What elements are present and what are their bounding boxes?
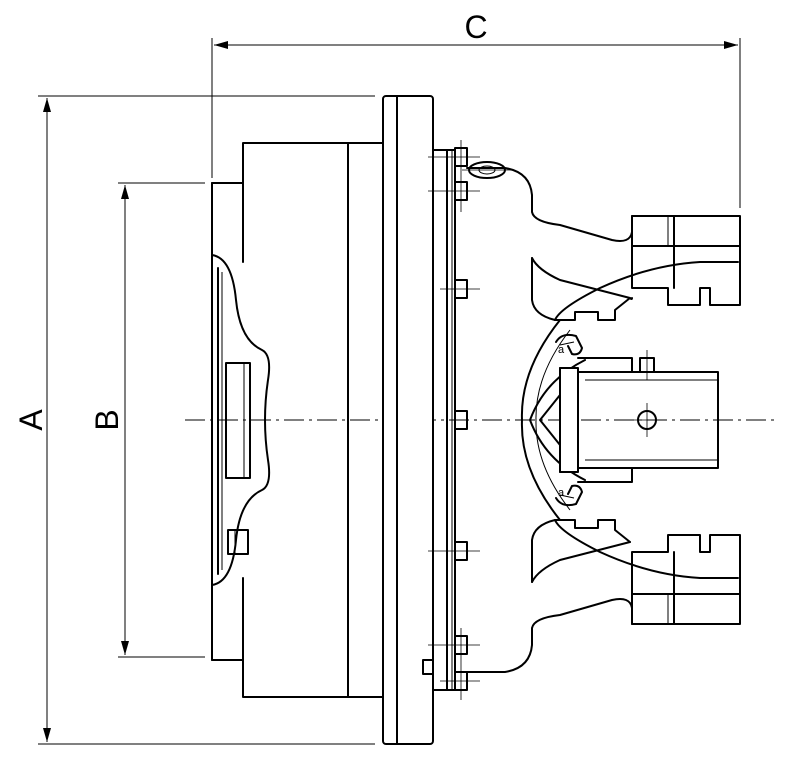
bolt-6 [428, 628, 480, 700]
center-insert [529, 350, 719, 483]
clamp-block-lower [631, 534, 741, 625]
bolt-7 [440, 671, 480, 691]
bolt-5 [428, 541, 480, 561]
bolt-row [422, 140, 480, 700]
clamp-block-upper [631, 215, 741, 306]
dimension-c-label: C [464, 9, 487, 45]
dimension-c: C [211, 9, 741, 208]
jaw-steps [554, 297, 631, 543]
svg-text:a: a [558, 344, 565, 356]
bolt-4 [454, 410, 468, 430]
bolt-3 [440, 279, 480, 299]
bolt-2 [428, 181, 480, 201]
dimension-b-label: B [89, 409, 125, 430]
svg-text:a: a [558, 487, 565, 499]
dimension-a-label: A [13, 409, 49, 431]
cylinder-body [211, 142, 384, 698]
dimension-a: A [13, 95, 375, 745]
seal-upper: a [555, 333, 583, 356]
seal-lower: a [555, 484, 583, 507]
housing [466, 167, 739, 673]
dimension-b: B [89, 182, 205, 658]
mounting-plate [382, 95, 456, 745]
eye-bolt [462, 161, 512, 179]
